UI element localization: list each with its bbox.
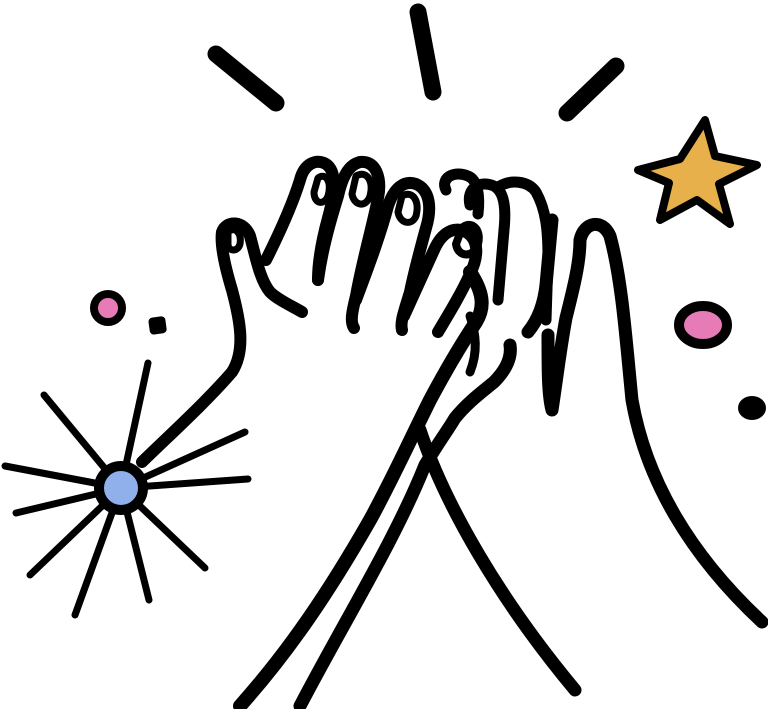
- right-hand-finger: [463, 178, 511, 306]
- right-hand-outline: [293, 213, 768, 709]
- star-icon: [634, 116, 761, 228]
- left-hand-crease: [465, 311, 480, 377]
- left-hand-nail: [348, 170, 375, 208]
- right-hand-finger: [439, 168, 485, 220]
- burst-center-dot: [94, 461, 148, 515]
- motion-lines: [207, 3, 625, 122]
- motion-line-right: [558, 57, 625, 122]
- left-hand-nail: [224, 226, 244, 254]
- black-dot-right: [738, 396, 766, 420]
- right-hand-finger: [494, 176, 554, 326]
- left-hand-finger-pinky: [398, 223, 483, 338]
- sparkle-burst-icon: [1, 359, 252, 619]
- star-shape: [634, 116, 761, 228]
- left-hand-thumb: [136, 217, 308, 468]
- left-hand-nail: [394, 190, 421, 226]
- black-dot-small: [148, 316, 167, 335]
- pink-dot-left: [90, 290, 126, 326]
- motion-line-center: [409, 3, 442, 101]
- left-hand: [136, 155, 489, 709]
- confetti-dots: [90, 290, 766, 420]
- left-hand-nail: [310, 172, 333, 206]
- right-hand: [293, 168, 768, 709]
- pink-dot-right: [674, 301, 732, 349]
- motion-line-left: [207, 45, 285, 112]
